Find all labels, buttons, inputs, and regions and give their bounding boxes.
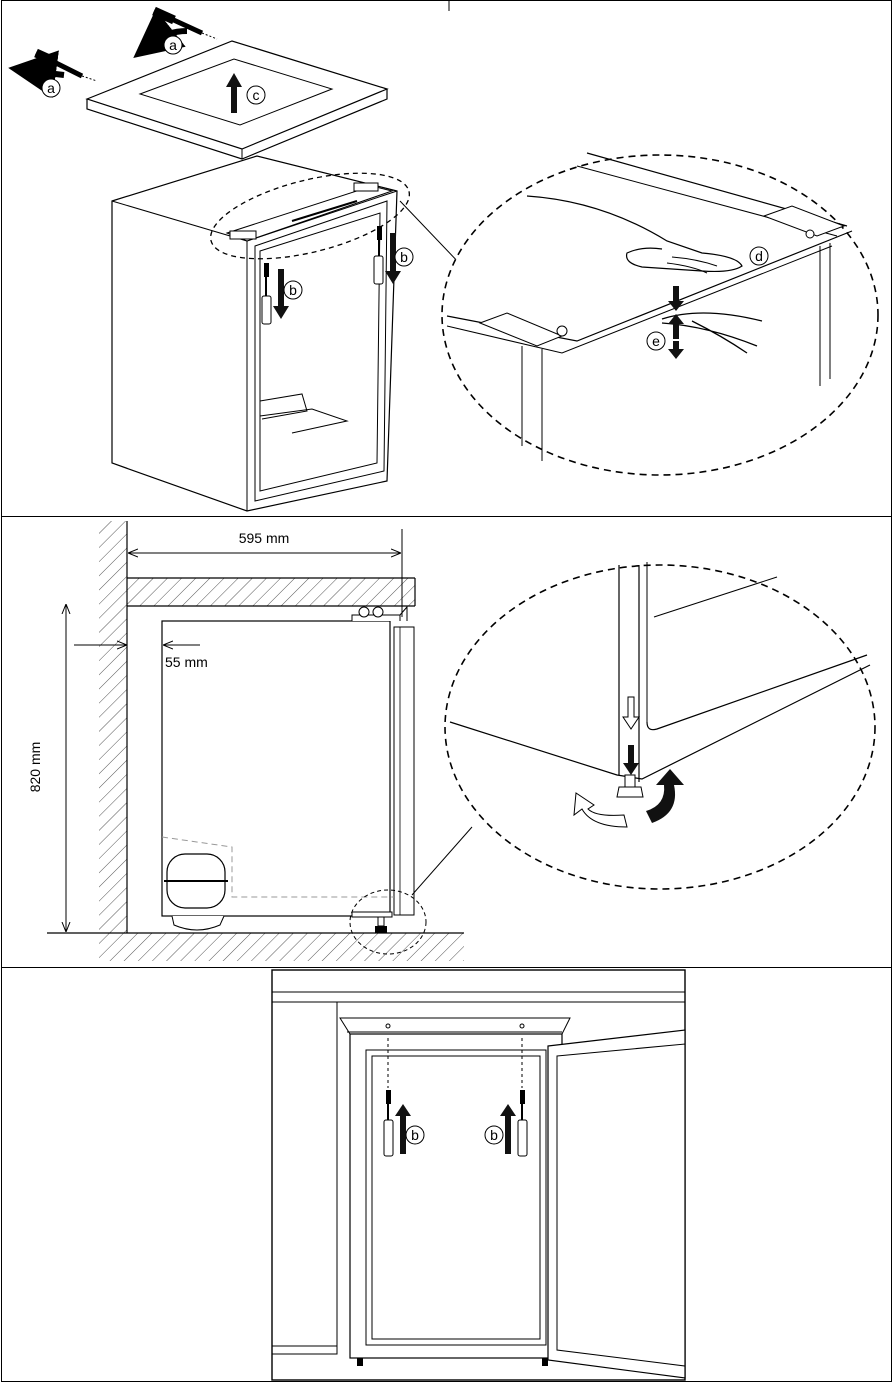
worktop-lid: c	[85, 40, 389, 160]
refrigerator-cabinet	[111, 155, 463, 512]
label-c: c	[253, 87, 260, 103]
label-b: b	[490, 1127, 498, 1143]
dimension-gap-label: 55 mm	[165, 654, 208, 670]
screwdriver-icon: b	[383, 1090, 425, 1157]
screwdriver-icon: b	[261, 263, 303, 325]
label-e: e	[652, 333, 660, 349]
door-fitting-illustration: b b	[271, 969, 686, 1381]
gap-dimension: 55 mm	[74, 645, 208, 670]
hinge-detail-callout: d e	[441, 152, 879, 476]
screwdriver-icon: b	[373, 226, 414, 285]
wall-niche	[47, 521, 464, 961]
label-a: a	[47, 80, 55, 96]
height-dimension: 820 mm	[27, 605, 66, 931]
screwdriver-icon: a	[8, 48, 98, 98]
appliance-side-view	[161, 605, 473, 955]
step-remove-top-panel: c a a	[1, 0, 892, 517]
cabinet-front-view	[272, 991, 686, 1379]
dimension-height-label: 820 mm	[27, 742, 43, 793]
label-a: a	[169, 37, 177, 53]
step-install-dimensions-panel: 595 mm 55 mm 820 mm	[1, 516, 892, 968]
top-removal-illustration: c a a	[8, 1, 879, 512]
width-dimension: 595 mm	[126, 523, 403, 617]
screwdriver-icon: a	[133, 6, 218, 58]
label-b: b	[411, 1127, 419, 1143]
screwdriver-icon: b	[484, 1090, 528, 1157]
installation-dimensions-illustration: 595 mm 55 mm 820 mm	[27, 521, 876, 961]
adjustable-foot-detail-callout	[444, 562, 876, 890]
step-fit-door-panel: b b	[1, 967, 892, 1382]
label-b: b	[289, 282, 297, 298]
label-d: d	[755, 248, 763, 264]
label-b: b	[400, 249, 408, 265]
dimension-width-label: 595 mm	[239, 530, 290, 546]
